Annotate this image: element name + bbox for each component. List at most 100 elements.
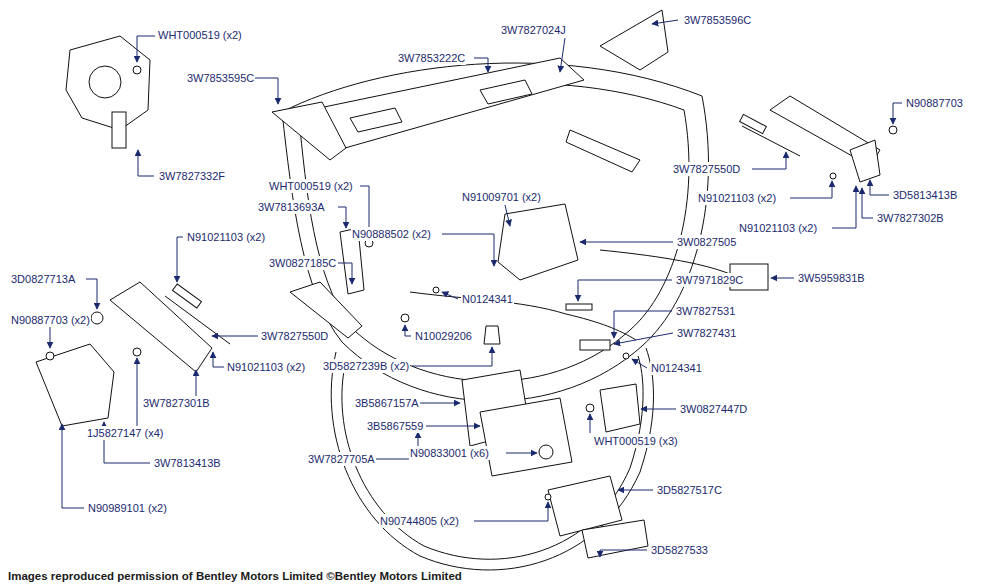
part-number: N90833001 (x6) [409,446,490,460]
bracket [600,384,640,432]
leader-line [614,333,673,344]
leader-line [426,426,480,427]
part-number: 3D5813413B [892,188,958,202]
leader-line [177,237,183,282]
part-number: WHT000519 (x2) [268,179,354,193]
trim-left [272,102,346,160]
bump-stop [484,326,500,344]
part-number: 3W7827550D [260,329,329,343]
nut [133,66,141,74]
motor-gear [89,66,121,98]
nut [586,404,594,412]
bracket-left [36,344,114,426]
leader-line [338,207,346,228]
part-number: 3W7971829C [675,273,744,287]
part-number: N91021103 (x2) [697,191,777,205]
part-number: N0124341 [461,292,514,306]
leader-line [790,181,832,198]
latch-bracket [566,130,640,172]
screw [545,494,551,500]
leader-line [652,20,678,24]
part-number: 3W7827431 [676,326,737,340]
part-number: N91021103 (x2) [226,360,306,374]
part-number: 3D5827533 [650,543,709,557]
part-number: 3W7853222C [397,51,466,65]
leader-line [86,279,97,309]
part-number: WHT000519 (x2) [157,28,243,42]
leader-line [212,336,258,337]
part-number: 3W7853596C [683,13,752,27]
spoiler-pad [350,108,402,132]
leader-line [506,453,537,454]
hinge-left [110,282,212,372]
lock-plate [480,398,572,476]
leader-line [137,36,155,62]
leader-line [50,327,51,348]
spring [566,304,592,310]
part-number: 1J5827147 (x4) [86,426,164,440]
grommet [539,445,553,459]
leader-line [505,205,510,226]
leader-line [752,152,786,169]
boot-seal [331,348,653,570]
part-number: N90989101 (x2) [87,501,168,515]
spoiler-pad [480,80,532,104]
part-number: 3W7813413B [153,456,222,470]
part-number: 3W7813693A [257,200,326,214]
leader-line [560,38,565,72]
part-number: 3D5827517C [656,483,723,497]
part-number: 3W0827185C [268,256,337,270]
nut [889,126,897,134]
lid-inner-line [300,83,689,381]
part-number: N90888502 (x2) [351,227,432,241]
nut [46,352,54,360]
gas-strut [742,126,800,156]
part-number: 3D5827239B (x2) [322,359,410,373]
part-number: 3W7827705A [307,452,376,466]
part-number: 3W7827302B [876,211,945,225]
leader-line [632,359,647,368]
leader-line [252,78,278,104]
leader-line [618,490,653,491]
part-number: WHT000519 (x3) [593,434,679,448]
caption: Images reproduced permission of Bentley … [8,569,462,583]
leader-line [442,234,494,266]
clip [623,353,629,359]
leader-line [62,424,84,508]
motor-shaft [112,112,126,148]
leader-line [614,311,672,338]
leader-line [442,292,458,299]
leader-line [412,347,492,366]
part-number: 3D0827713A [10,272,76,286]
ring [91,312,103,324]
leader-line [641,409,676,410]
latch [498,204,578,280]
part-number: N90887703 [905,96,964,110]
bolt [401,314,409,322]
leader-line [771,278,794,279]
ring [133,348,141,356]
part-number: 3W5959831B [797,271,866,285]
part-number: N90887703 (x2) [10,313,91,327]
part-number: N91021103 (x2) [738,221,818,235]
part-number: 3W7827024J [500,23,567,37]
leader-line [893,103,902,124]
part-number: N10029206 [414,329,473,343]
clip [433,287,439,293]
leader-line [420,403,460,404]
leader-line [832,186,856,228]
part-number: N0124341 [650,361,703,375]
leader-line [590,414,591,433]
leader-line [474,58,488,72]
gas-strut-body [740,114,767,133]
leader-line [578,280,672,301]
bolt [830,173,836,179]
part-number: 3W7827531 [675,304,736,318]
part-number: 3W0827447D [679,402,748,416]
cable [600,250,730,274]
part-number: 3W0827505 [676,235,737,249]
tube [580,340,610,350]
part-number: 3W7853595C [186,71,255,85]
part-number: 3B5867157A [354,396,420,410]
